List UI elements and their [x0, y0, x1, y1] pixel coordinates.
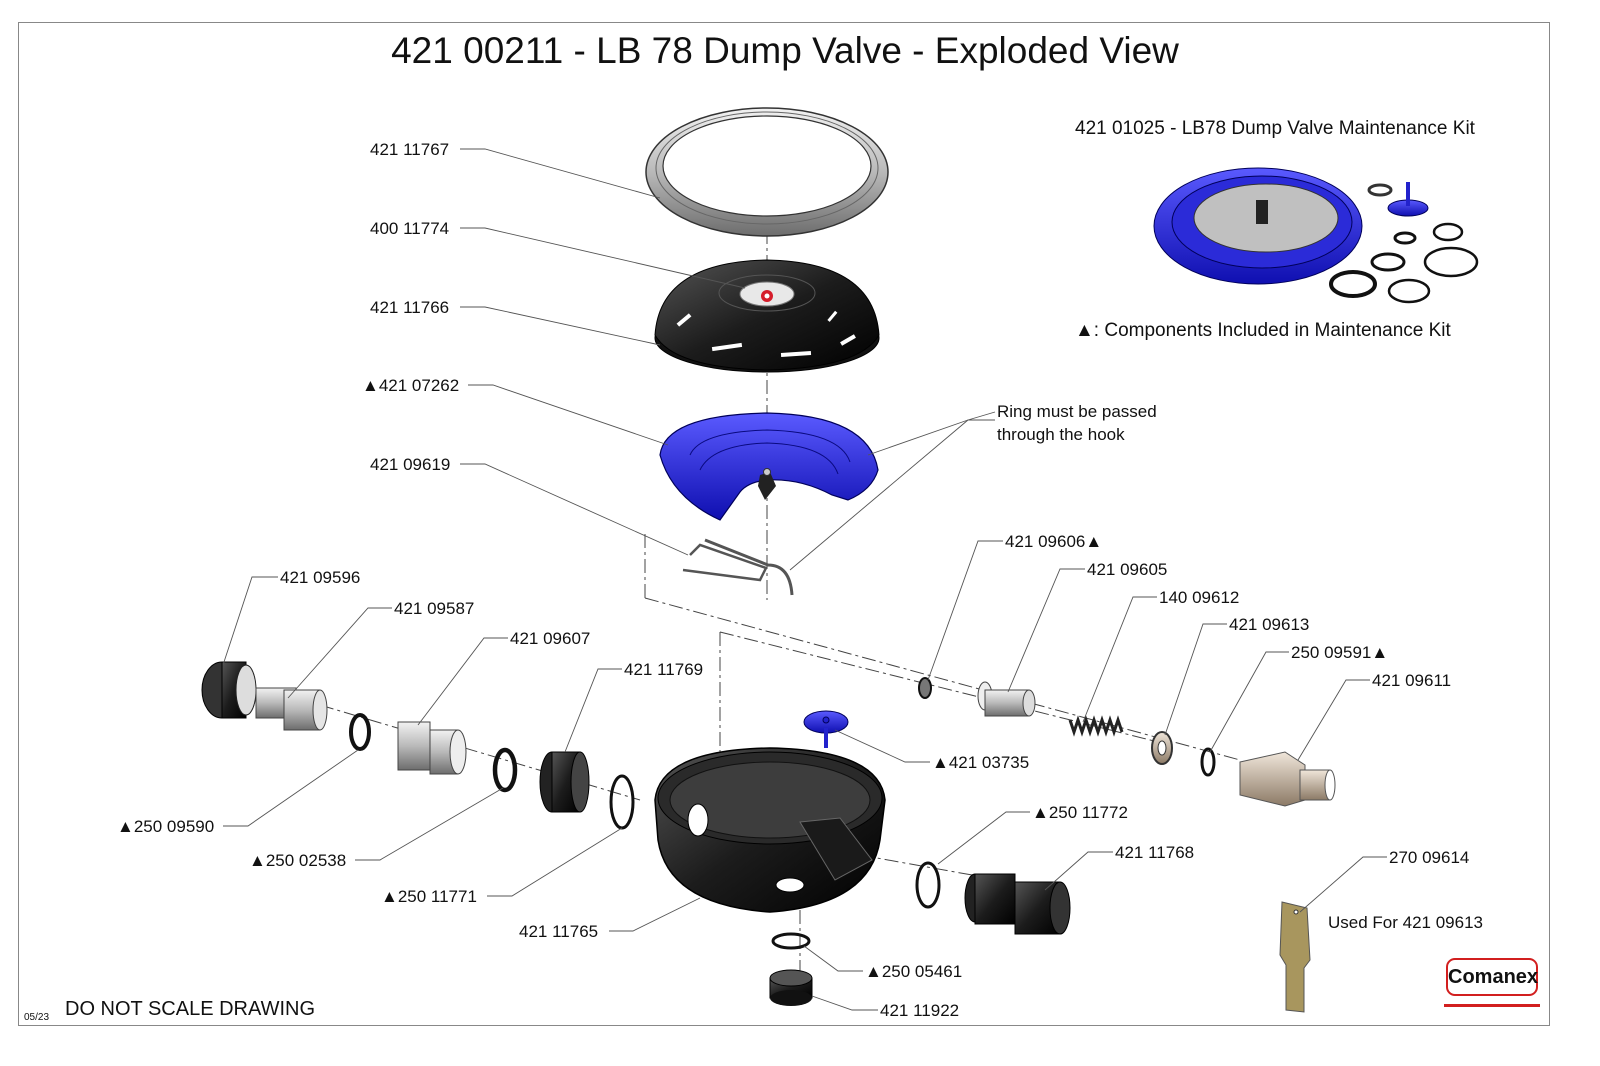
part-label: ▲421 07262	[362, 376, 460, 395]
part-250-02538-o-ring	[492, 747, 518, 793]
part-421-09606-washer	[918, 677, 932, 699]
part-421-09587-adapter	[255, 687, 328, 731]
maintenance-kit-illustration	[1153, 167, 1479, 304]
part-421-09611-body-insert	[1239, 751, 1336, 807]
part-421-11765-body	[654, 747, 886, 913]
part-421-09605-sleeve	[977, 681, 1036, 717]
part-label: 421 09587	[394, 599, 475, 618]
used-for-note: Used For 421 09613	[1328, 913, 1483, 932]
part-250-11772-o-ring	[915, 861, 941, 909]
part-label: 421 11765	[519, 922, 599, 941]
part-label: ▲250 02538	[249, 851, 347, 870]
part-label: 421 09613	[1229, 615, 1310, 634]
part-label: 421 09607	[510, 629, 591, 648]
part-label: 250 09591▲	[1291, 643, 1389, 662]
leader-lines	[222, 148, 1387, 1011]
part-400-11774-label-disc	[739, 281, 795, 307]
part-421-11769-bush	[539, 751, 590, 813]
part-label: 421 09605	[1087, 560, 1168, 579]
part-421-07262-diaphragm	[659, 412, 879, 521]
part-250-11771-o-ring	[609, 774, 635, 830]
part-label: 421 09619	[370, 455, 451, 474]
part-label: 421 09606▲	[1005, 532, 1103, 551]
part-label: ▲250 11772	[1032, 803, 1128, 822]
part-421-09607-fitting	[397, 721, 467, 775]
part-label: 140 09612	[1159, 588, 1240, 607]
part-label: ▲250 11771	[381, 887, 477, 906]
part-421-09613-nut	[1151, 731, 1173, 765]
part-421-11767-lock-ring	[645, 107, 889, 237]
part-421-11766-cover	[654, 259, 880, 373]
part-421-11922-plug	[769, 969, 813, 1006]
part-label: 421 11769	[624, 660, 704, 679]
part-label: 421 09611	[1372, 671, 1452, 690]
part-250-09590-o-ring	[349, 713, 371, 751]
part-label: 421 11766	[370, 298, 450, 317]
part-250-09591-o-ring	[1200, 747, 1216, 777]
kit-legend: ▲: Components Included in Maintenance Ki…	[1075, 320, 1451, 341]
part-label: 421 11767	[370, 140, 450, 159]
ring-note: Ring must be passed through the hook	[997, 402, 1157, 444]
kit-title: 421 01025 - LB78 Dump Valve Maintenance …	[1075, 118, 1475, 139]
part-421-09619-hook	[682, 538, 794, 596]
part-label: 400 11774	[370, 219, 450, 238]
footer-note: DO NOT SCALE DRAWING	[65, 998, 316, 1020]
part-label: 421 09596	[280, 568, 361, 587]
part-140-09612-spring	[1068, 715, 1124, 737]
part-421-09596-knurled-nut	[201, 661, 257, 719]
part-270-09614-tool	[1279, 901, 1311, 1013]
part-421-11768-spigot	[964, 873, 1071, 935]
part-label: ▲421 03735	[932, 753, 1030, 772]
part-label: 421 11922	[880, 1001, 960, 1020]
comanex-logo: Comanex	[1446, 958, 1538, 996]
part-label: 421 11768	[1115, 843, 1195, 862]
date-code: 05/23	[24, 1012, 50, 1023]
part-250-05461-o-ring	[771, 932, 811, 950]
drawing-frame	[18, 22, 1550, 1026]
drawing-title: 421 00211 - LB 78 Dump Valve - Exploded …	[391, 30, 1179, 71]
part-label: 270 09614	[1389, 848, 1470, 867]
part-421-03735-poppet	[803, 710, 849, 748]
logo-underline	[1444, 1004, 1540, 1007]
part-label: ▲250 09590	[117, 817, 215, 836]
part-label: ▲250 05461	[865, 962, 963, 981]
